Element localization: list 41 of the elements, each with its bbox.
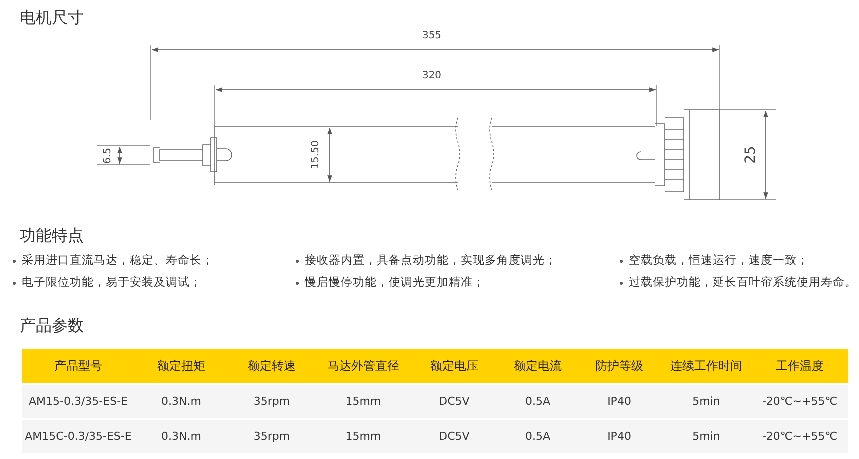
dimension-label: 320 <box>422 70 442 82</box>
column-header: 额定电流 <box>498 349 578 383</box>
column-header: 额定电压 <box>411 349 498 383</box>
dimension-label: 15.50 <box>310 140 322 170</box>
feature-text: 慢启慢停功能，使调光更加精准； <box>305 275 485 290</box>
table-cell: 0.3N.m <box>135 420 228 453</box>
dimension-label: 25 <box>743 146 759 164</box>
table-cell: DC5V <box>411 420 498 453</box>
table-cell: DC5V <box>411 385 498 418</box>
column-header: 防护等级 <box>578 349 661 383</box>
section-heading: 电机尺寸 <box>20 8 84 29</box>
table-cell: IP40 <box>578 385 661 418</box>
feature-text: 空载负载，恒速运行，速度一致； <box>629 253 809 268</box>
table-cell: 5min <box>661 385 752 418</box>
column-header: 连续工作时间 <box>661 349 752 383</box>
section-heading: 功能特点 <box>20 226 84 247</box>
dimension-label: 6.5 <box>102 148 114 164</box>
feature-text: 电子限位功能，易于安装及调试； <box>22 275 202 290</box>
table-cell: 35rpm <box>228 420 316 453</box>
feature-text: 采用进口直流马达，稳定、寿命长； <box>22 253 214 268</box>
table-cell: -20℃~+55℃ <box>752 420 848 453</box>
table-cell: 15mm <box>316 420 411 453</box>
table-cell: 5min <box>661 420 752 453</box>
table-cell: AM15C-0.3/35-ES-E <box>22 420 135 453</box>
feature-text: 接收器内置，具备点动功能，实现多角度调光； <box>305 253 557 268</box>
column-header: 马达外管直径 <box>316 349 411 383</box>
column-header: 额定转速 <box>228 349 316 383</box>
dimension-label: 355 <box>422 30 442 42</box>
table-cell: 0.5A <box>498 420 578 453</box>
table-cell: 15mm <box>316 385 411 418</box>
column-header: 工作温度 <box>752 349 848 383</box>
table-cell: 0.5A <box>498 385 578 418</box>
table-cell: AM15-0.3/35-ES-E <box>22 385 135 418</box>
column-header: 额定扭矩 <box>135 349 228 383</box>
feature-text: 过载保护功能，延长百叶帘系统使用寿命。 <box>629 275 857 290</box>
table-cell: IP40 <box>578 420 661 453</box>
table-cell: 0.3N.m <box>135 385 228 418</box>
column-header: 产品型号 <box>22 349 135 383</box>
table-cell: 35rpm <box>228 385 316 418</box>
table-cell: -20℃~+55℃ <box>752 385 848 418</box>
section-heading: 产品参数 <box>20 316 84 337</box>
